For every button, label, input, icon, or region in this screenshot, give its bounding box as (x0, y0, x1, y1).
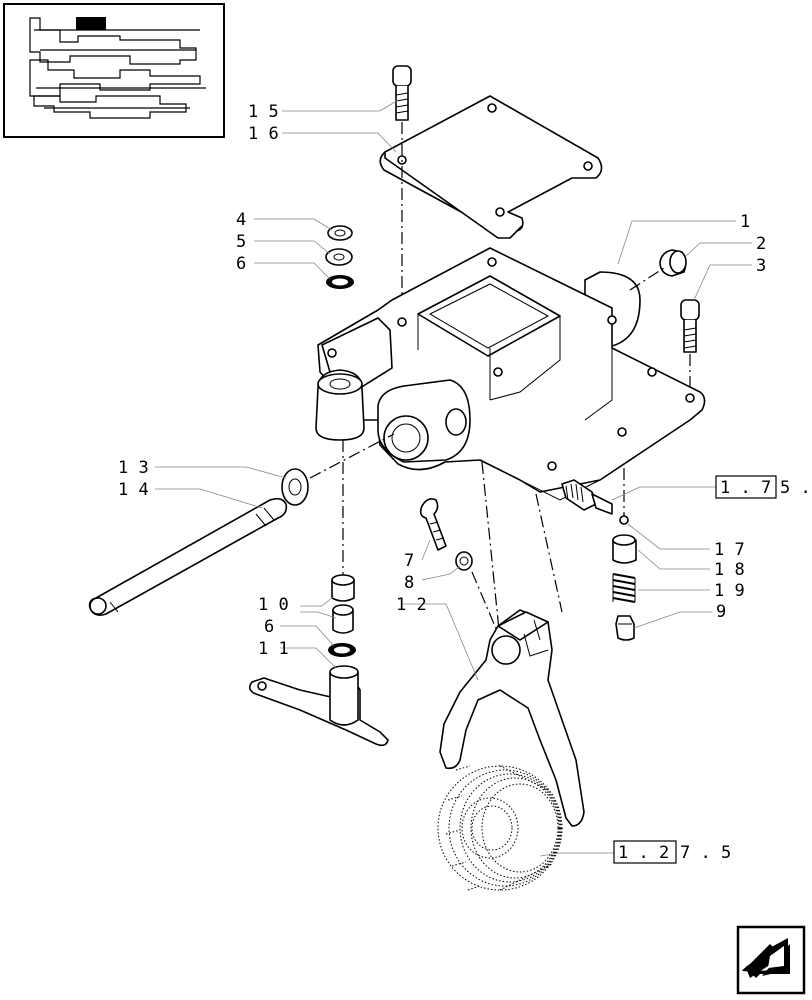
split-lock-washer[interactable] (327, 225, 353, 241)
cover-plate[interactable] (379, 95, 603, 239)
callout-6-upper[interactable]: 6 (236, 254, 246, 274)
synchronizer-assembly (437, 765, 563, 891)
callout-10[interactable]: 1 0 (258, 595, 289, 615)
callout-labels: 1 5 1 6 4 5 6 1 2 3 1 3 1 4 7 8 1 2 1 0 … (118, 102, 766, 659)
callout-13[interactable]: 1 3 (118, 458, 149, 478)
o-ring[interactable] (619, 515, 629, 525)
bushing-upper[interactable] (331, 574, 355, 602)
callout-9[interactable]: 9 (716, 602, 726, 622)
seal-ring-upper[interactable] (326, 275, 354, 289)
callout-3[interactable]: 3 (756, 256, 766, 276)
callout-15[interactable]: 1 5 (248, 102, 279, 122)
next-page-arrow-icon[interactable] (736, 925, 806, 995)
reference-1-75-tail: 5 . (780, 478, 811, 498)
cap-screw-right[interactable] (680, 299, 700, 353)
callout-12[interactable]: 1 2 (396, 595, 427, 615)
selector-shaft[interactable] (88, 497, 288, 616)
callout-14[interactable]: 1 4 (118, 480, 149, 500)
shaft-seal[interactable] (281, 468, 309, 506)
detent-spring[interactable] (612, 573, 636, 603)
reference-link-1-275[interactable]: 1 . 2 7 . 5 (613, 840, 731, 864)
callout-19[interactable]: 1 9 (714, 581, 745, 601)
seal-ring-lower[interactable] (328, 643, 356, 657)
reference-1-75-boxed: 1 . 7 (720, 478, 771, 498)
callout-18[interactable]: 1 8 (714, 560, 745, 580)
fork-set-screw[interactable] (419, 498, 447, 551)
callout-16[interactable]: 1 6 (248, 124, 279, 144)
callout-2[interactable]: 2 (756, 234, 766, 254)
detent-plunger[interactable] (612, 534, 637, 564)
transmission-overview-thumbnail[interactable] (3, 3, 225, 138)
callout-17[interactable]: 1 7 (714, 540, 745, 560)
flat-washer[interactable] (325, 248, 353, 266)
bushing-lower[interactable] (332, 604, 354, 634)
reference-1-275-tail: 7 . 5 (680, 843, 731, 863)
reference-1-275-boxed: 1 . 2 (618, 843, 669, 863)
callout-6-lower[interactable]: 6 (264, 617, 274, 637)
cap-screw-upper[interactable] (392, 65, 412, 121)
selector-housing[interactable] (315, 247, 706, 501)
leader-lines (155, 99, 752, 857)
callout-5[interactable]: 5 (236, 232, 246, 252)
neutral-switch-fitting[interactable] (561, 479, 613, 515)
callout-4[interactable]: 4 (236, 210, 246, 230)
callout-11[interactable]: 1 1 (258, 639, 289, 659)
detent-screw[interactable] (615, 615, 635, 641)
expansion-plug[interactable] (659, 249, 687, 277)
lock-nut[interactable] (455, 551, 473, 571)
selector-lever[interactable] (248, 665, 389, 747)
callout-1[interactable]: 1 (740, 212, 750, 232)
reference-link-1-75[interactable]: 1 . 7 5 . (715, 475, 811, 499)
callout-8[interactable]: 8 (404, 573, 414, 593)
shift-fork[interactable] (439, 609, 585, 827)
callout-7[interactable]: 7 (404, 551, 414, 571)
